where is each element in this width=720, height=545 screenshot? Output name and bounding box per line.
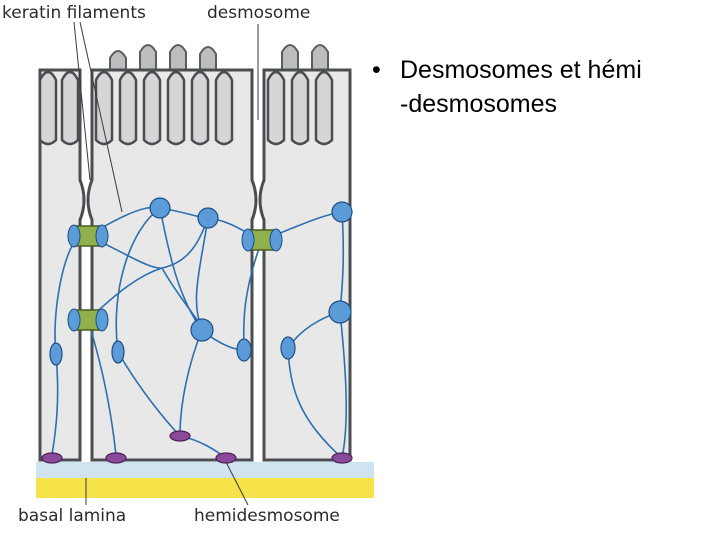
leader-lines: [73, 21, 259, 506]
desmosome-label: desmosome: [207, 3, 311, 23]
bullet-text: Desmosomes et hémi -desmosomes: [400, 54, 642, 122]
lamina-lucida-layer: [36, 462, 374, 478]
filament-nodes: [49, 197, 353, 366]
microvilli-front: [38, 70, 334, 146]
hemidesmosome-plaques: [41, 430, 353, 464]
keratin-filaments-label: keratin filaments: [2, 3, 146, 23]
hemidesmosome-label: hemidesmosome: [194, 506, 340, 526]
epithelium-illustration: [36, 21, 374, 506]
bullet-text-line-1: Desmosomes et hémi: [400, 56, 642, 84]
basal-lamina-layer: [36, 476, 374, 498]
desmosome-junctions: [67, 224, 283, 332]
epithelium-diagram: keratin filaments desmosome basal lamina…: [2, 3, 374, 526]
basal-lamina-label: basal lamina: [18, 506, 127, 526]
bullet-text-line-2: -desmosomes: [400, 89, 557, 118]
bullet-marker: •: [372, 56, 381, 84]
